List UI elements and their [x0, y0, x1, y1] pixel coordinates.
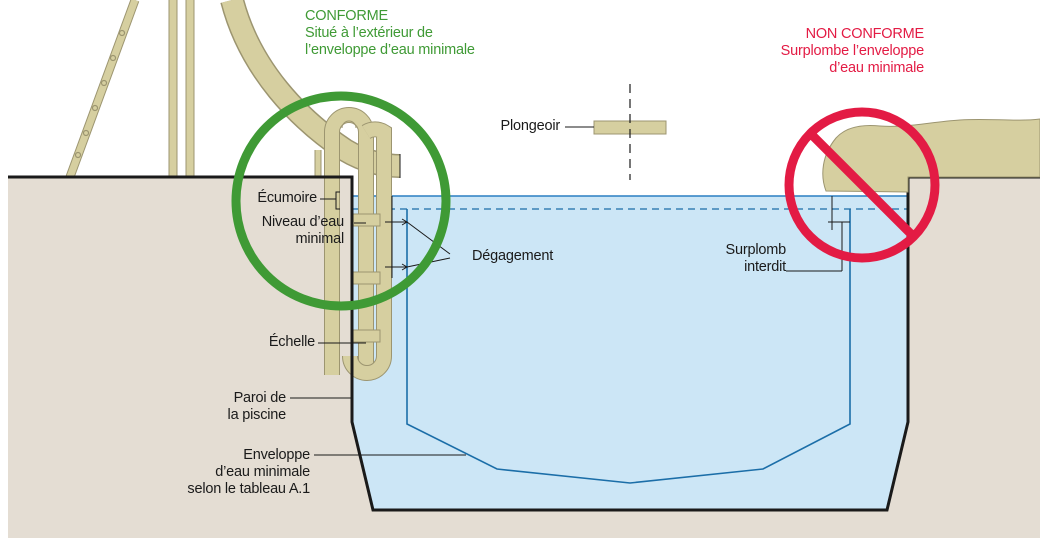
non-conforme-line2: d’eau minimale [829, 60, 924, 76]
surplomb-label-line1: Surplomb [725, 242, 787, 258]
non-conforme-line1: Surplombe l’enveloppe [780, 43, 925, 59]
niveau-label-line2: minimal [295, 231, 344, 247]
ground [8, 177, 1040, 538]
non-conforme-title: NON CONFORME [805, 26, 925, 42]
conforme-title: CONFORME [305, 8, 388, 24]
clearance-markers [385, 196, 850, 278]
pool-wall [8, 175, 1040, 512]
slide-frame [65, 0, 195, 179]
enveloppe-label-line3: selon le tableau A.1 [187, 481, 310, 497]
paroi-label-line2: la piscine [227, 407, 287, 423]
conforme-line1: Situé à l’extérieur de [305, 25, 433, 41]
diving-board [565, 84, 667, 180]
conforme-circle [231, 91, 451, 311]
paroi-label-line1: Paroi de [233, 390, 287, 406]
plongeoir-label: Plongeoir [500, 118, 561, 134]
niveau-label-line1: Niveau d’eau [261, 214, 344, 230]
degagement-label: Dégagement [472, 248, 554, 264]
prohibited-sign [784, 107, 940, 263]
minimum-water-envelope [406, 209, 851, 484]
ecumoire-label: Écumoire [257, 190, 317, 206]
enveloppe-label-line2: d’eau minimale [215, 464, 310, 480]
enveloppe-label-line1: Enveloppe [243, 447, 310, 463]
surplomb-label-line2: interdit [744, 259, 786, 275]
pool-ladder [324, 107, 392, 381]
pool-water [352, 196, 908, 510]
conforme-line2: l’enveloppe d’eau minimale [305, 42, 475, 58]
echelle-label: Échelle [268, 334, 315, 350]
leader-lines [290, 191, 466, 456]
